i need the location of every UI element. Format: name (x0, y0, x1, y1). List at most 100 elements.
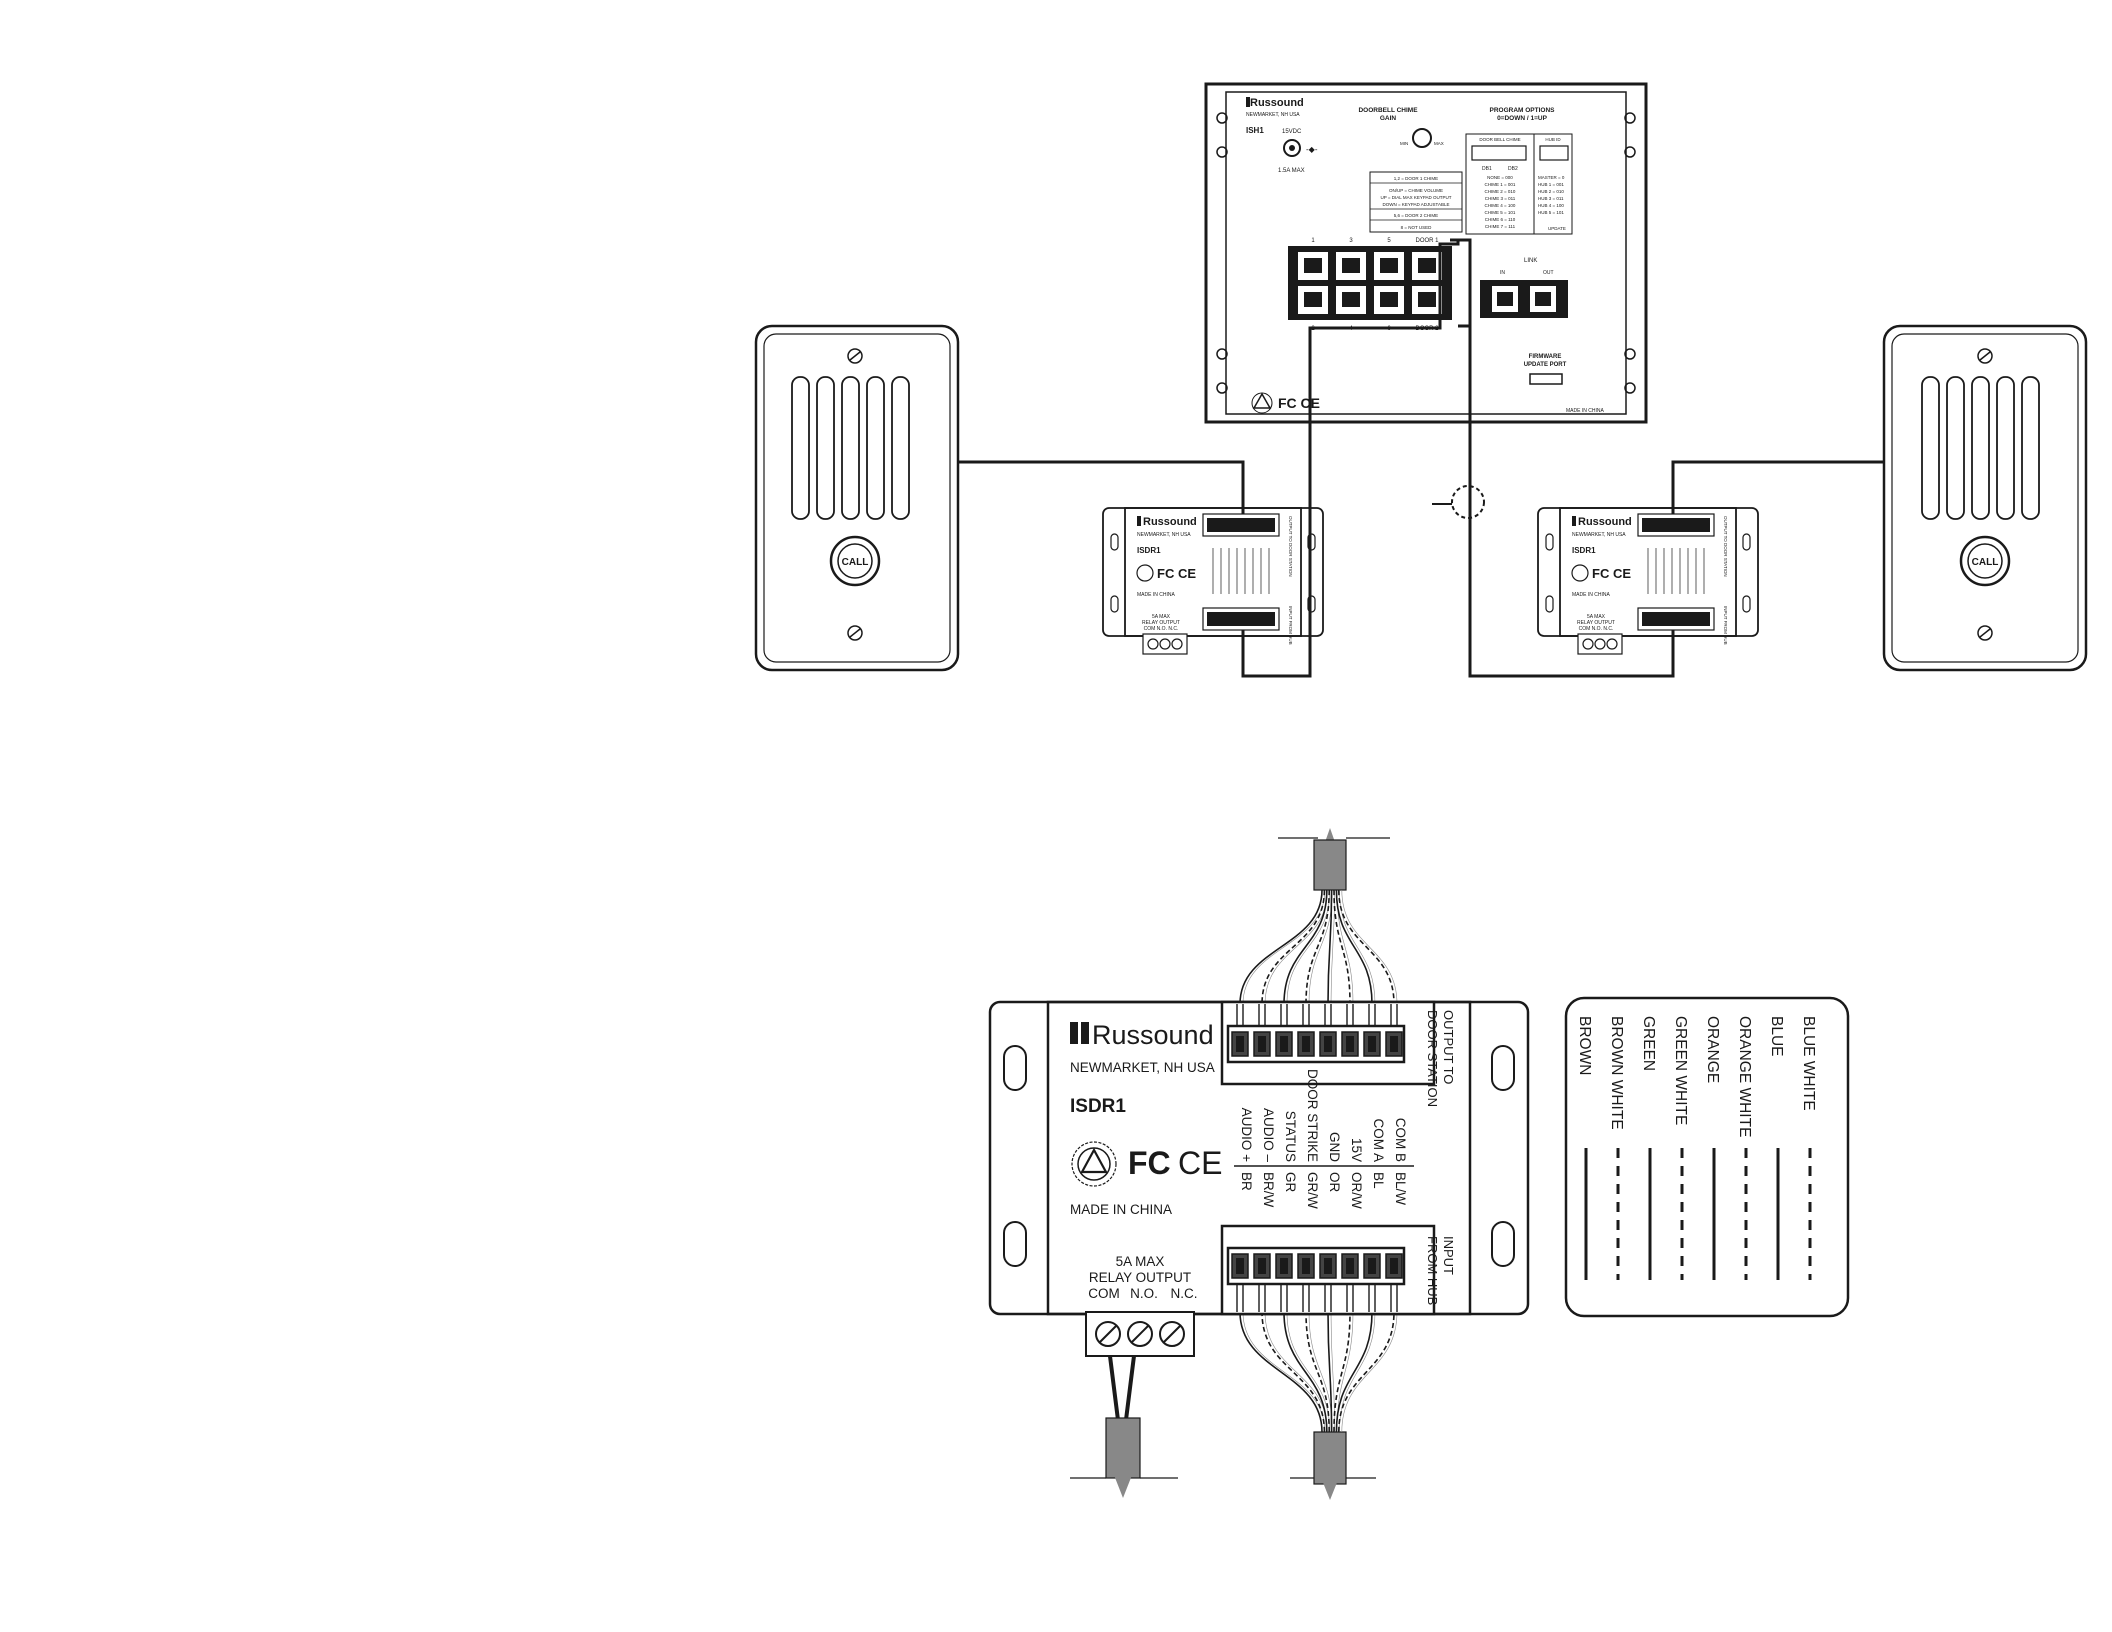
relay-line-1: 5A MAX (1116, 1254, 1165, 1269)
switch-note: 5,6 = DOOR 2 CHIME (1394, 213, 1438, 218)
isdr1-small-right: Russound NEWMARKET, NH USA ISDR1 FC CE M… (1537, 507, 1759, 655)
detail-model: ISDR1 (1070, 1096, 1126, 1117)
legend-color-name: BLUE WHITE (1800, 1016, 1817, 1111)
svg-text:COM N.O. N.C.: COM N.O. N.C. (1579, 626, 1614, 632)
cable-bottom (1239, 1311, 1398, 1500)
safety-mark-icon (1252, 392, 1272, 409)
svg-text:N.O.: N.O. (1130, 1286, 1158, 1301)
hub-id-option: HUB 1 = 001 (1538, 182, 1564, 187)
hub-model: ISH1 (1246, 126, 1264, 135)
switch-note: ON/UP = CHIME VOLUME (1389, 188, 1443, 193)
speaker-grille (1921, 376, 2040, 520)
chime-option: CHIME 6 = 110 (1485, 217, 1516, 222)
hub-id-option: MASTER = 0 (1538, 175, 1565, 180)
mount-slot (1491, 1221, 1515, 1267)
chime-option: CHIME 1 = 001 (1485, 182, 1516, 187)
wire (1305, 889, 1330, 1005)
svg-text:FC CE: FC CE (1157, 566, 1196, 581)
wire (1333, 1311, 1351, 1433)
relay-terminal-screw-icon (1095, 1321, 1121, 1347)
svg-text:NEWMARKET, NH USA: NEWMARKET, NH USA (1572, 532, 1626, 538)
pin-code: OR (1327, 1172, 1342, 1193)
chime-option: CHIME 2 = 010 (1485, 189, 1516, 194)
svg-text:MAX: MAX (1434, 141, 1444, 146)
svg-text:INPUT FROM HUB: INPUT FROM HUB (1288, 606, 1293, 645)
svg-text:FROM HUB: FROM HUB (1425, 1236, 1440, 1305)
program-title-2: 0=DOWN / 1=UP (1497, 115, 1548, 122)
legend-color-name: BROWN WHITE (1608, 1016, 1625, 1130)
pin-code: OR/W (1349, 1172, 1364, 1209)
chime-option: CHIME 3 = 011 (1485, 196, 1516, 201)
hub-power-current: 1.5A MAX (1278, 168, 1305, 174)
brand-logo-icon (1572, 516, 1576, 526)
svg-text:FIRMWARE: FIRMWARE (1529, 354, 1562, 360)
hub-id-option: HUB 5 = 101 (1538, 210, 1564, 215)
hub-location: NEWMARKET, NH USA (1246, 112, 1300, 118)
wire (1305, 1311, 1330, 1433)
screw-icon (847, 625, 863, 641)
wire (1338, 889, 1395, 1005)
input-terminal-block (1220, 1224, 1436, 1316)
isdr1-detail: Russound NEWMARKET, NH USA ISDR1 FC CE M… (988, 828, 1530, 1500)
pin-marks (1212, 548, 1270, 594)
port-label: 1 (1311, 238, 1315, 244)
svg-text:UPDATE: UPDATE (1548, 226, 1566, 231)
svg-text:NEWMARKET, NH USA: NEWMARKET, NH USA (1137, 532, 1191, 538)
svg-text:MIN: MIN (1400, 141, 1408, 146)
switch-notes-box: 1,2 = DOOR 1 CHIME ON/UP = CHIME VOLUME UP… (1369, 171, 1463, 233)
pin-name: COM A (1371, 1118, 1386, 1162)
svg-text:5A MAX: 5A MAX (1152, 614, 1171, 620)
legend-color-name: ORANGE (1704, 1016, 1721, 1083)
brand-logo-icon (1246, 97, 1250, 107)
door-station-left: CALL (754, 324, 960, 672)
wire (1283, 1311, 1328, 1433)
mount-slot (1003, 1221, 1027, 1267)
wire (1261, 1311, 1326, 1433)
hub-id-option: HUB 4 = 100 (1538, 203, 1564, 208)
pin-name: AUDIO + (1239, 1108, 1254, 1163)
hub-cert: FC CE (1278, 395, 1320, 411)
wire (1283, 889, 1328, 1005)
switch-note: 1,2 = DOOR 1 CHIME (1394, 176, 1438, 181)
svg-text:RELAY OUTPUT: RELAY OUTPUT (1142, 620, 1180, 626)
link-port-block (1480, 280, 1568, 318)
svg-text:5A MAX: 5A MAX (1587, 614, 1606, 620)
svg-text:DOOR BELL CHIME: DOOR BELL CHIME (1479, 137, 1520, 142)
door-station-right: CALL (1882, 324, 2088, 672)
pin-name: COM B (1393, 1118, 1408, 1162)
svg-text:OUTPUT TO: OUTPUT TO (1441, 1010, 1456, 1084)
safety-seal-icon (1071, 1141, 1117, 1187)
detail-cert-fc: FC (1128, 1145, 1171, 1181)
relay-terminal-screw-icon (1127, 1321, 1153, 1347)
screw-icon (1977, 625, 1993, 641)
svg-text:N.C.: N.C. (1171, 1286, 1198, 1301)
svg-text:ISDR1: ISDR1 (1572, 546, 1596, 555)
pin-code: BL (1371, 1172, 1386, 1189)
relay-terminal-block (1577, 633, 1623, 655)
wire (1335, 889, 1373, 1005)
svg-text:INPUT: INPUT (1441, 1236, 1456, 1275)
svg-text:MADE IN CHINA: MADE IN CHINA (1572, 592, 1610, 598)
svg-text:RELAY OUTPUT: RELAY OUTPUT (1577, 620, 1615, 626)
svg-text:INPUT FROM HUB: INPUT FROM HUB (1723, 606, 1728, 645)
mount-slot (1003, 1045, 1027, 1091)
svg-text:OUTPUT TO DOOR STATION: OUTPUT TO DOOR STATION (1288, 516, 1293, 577)
switch-note: UP = DIAL MAX KEYPAD OUTPUT (1380, 195, 1451, 200)
gain-title-1: DOORBELL CHIME (1358, 107, 1418, 114)
svg-text:ISDR1: ISDR1 (1137, 546, 1161, 555)
switch-note: DOWN = KEYPAD ADJUSTABLE (1383, 202, 1450, 207)
wire (1261, 889, 1326, 1005)
dip-switch-icon (1471, 145, 1527, 161)
relay-terminal-screw-icon (1159, 1321, 1185, 1347)
detail-location: NEWMARKET, NH USA (1070, 1060, 1215, 1075)
wire (1327, 889, 1333, 1005)
power-jack-icon (1283, 139, 1301, 157)
svg-text:DB1: DB1 (1482, 166, 1492, 172)
pin-name: GND (1327, 1132, 1342, 1162)
pin-name: DOOR STRIKE (1305, 1069, 1320, 1162)
relay-terminal-block (1085, 1311, 1195, 1357)
screw-icon (847, 348, 863, 364)
